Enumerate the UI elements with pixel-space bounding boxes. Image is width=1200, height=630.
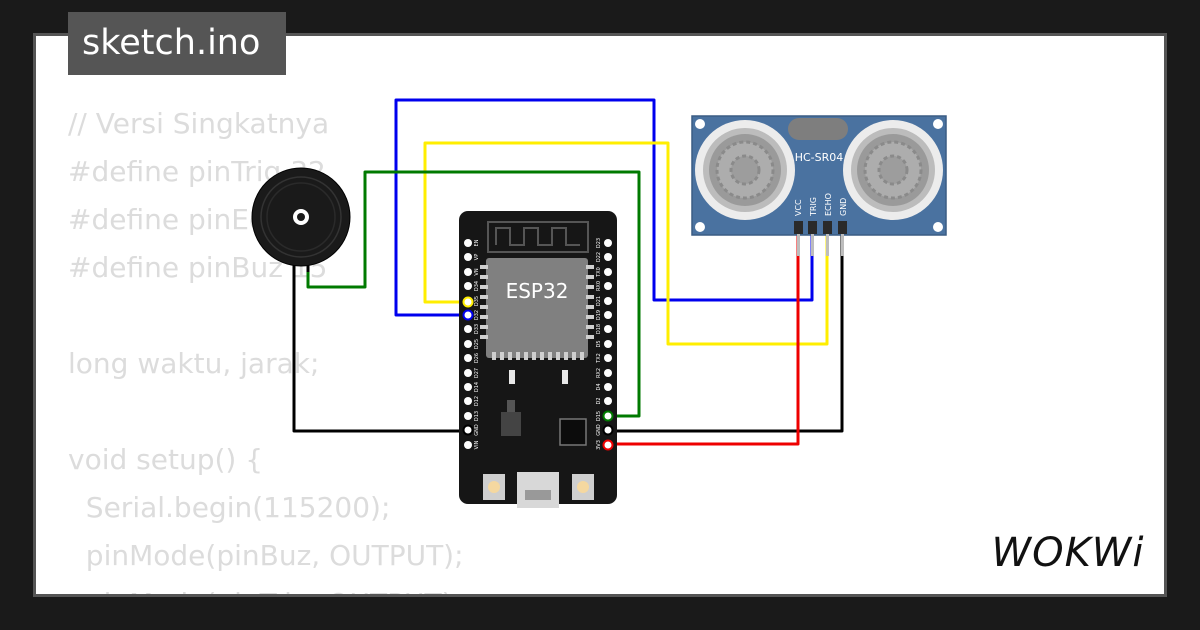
code-line: Serial.begin(115200); <box>68 491 391 524</box>
en-button[interactable] <box>483 474 505 500</box>
pin-label: D15 <box>596 411 602 421</box>
pin-label: D4 <box>596 383 602 390</box>
boot-button[interactable] <box>572 474 594 500</box>
wire-yellow <box>423 141 829 346</box>
sensor-pin-labels: VCC TRIG ECHO GND <box>794 193 848 217</box>
pin-label: 3V3 <box>596 440 602 450</box>
pin-label: D2 <box>596 397 602 404</box>
ultrasonic-sensor[interactable]: HC-SR04 VCC TRIG ECHO GND <box>691 115 947 256</box>
esp32-left-pin-labels: EN VP VN D34 D35 D32 D33 D25 D26 D27 D14… <box>474 239 480 449</box>
pin-label: D23 <box>596 238 602 248</box>
usb-uart-chip <box>559 418 587 446</box>
pin-label: ECHO <box>824 193 833 216</box>
pin-label: D34 <box>474 281 480 291</box>
pin-label: D5 <box>596 340 602 347</box>
pin-label: D35 <box>474 296 480 306</box>
wire-black-buzzer <box>292 270 470 433</box>
wires <box>292 98 844 446</box>
pin-label: D12 <box>474 396 480 406</box>
antenna-trace <box>487 221 589 253</box>
pin-label: GND <box>839 198 848 216</box>
pin-label: VIN <box>474 440 480 449</box>
pin-label: D19 <box>596 310 602 320</box>
file-tab-title: sketch.ino <box>82 23 261 63</box>
esp32-chip <box>486 258 588 358</box>
pin-label: GND <box>596 424 602 436</box>
smd-component <box>509 370 515 384</box>
code-line: pinMode(pinTrig, OUTPUT); <box>68 580 628 594</box>
pin-label: TX0 <box>596 267 602 278</box>
pin-label: VN <box>474 268 480 275</box>
pin-label: TRIG <box>809 197 818 217</box>
code-line: #define pinBuz 15 <box>68 251 328 284</box>
pin-label: D14 <box>474 382 480 392</box>
voltage-regulator <box>501 412 521 436</box>
pin-label: VCC <box>794 199 803 216</box>
chip-pads <box>480 265 594 360</box>
transducer-left <box>695 120 795 220</box>
pin-label: D27 <box>474 368 480 378</box>
wokwi-logo-text: WOKWi <box>992 530 1145 576</box>
esp32-right-pin-labels: D23 D22 TX0 RX0 D21 D19 D18 D5 TX2 RX2 D… <box>596 238 602 450</box>
wire-red <box>610 230 800 446</box>
wire-green <box>306 170 641 418</box>
code-preview: // Versi Singkatnya #define pinTrig 32 #… <box>68 100 628 594</box>
pin-label: TX2 <box>596 353 602 364</box>
code-line: #define pinTrig 32 <box>68 155 326 188</box>
wire-blue <box>394 98 814 317</box>
pin-label: D22 <box>596 252 602 262</box>
esp32-board[interactable]: ESP32 EN <box>459 211 617 508</box>
code-line: void setup() { <box>68 443 264 476</box>
pin-label: VP <box>474 254 480 260</box>
code-line: long waktu, jarak; <box>68 347 320 380</box>
wire-black-sensor <box>610 230 844 433</box>
pin-label: D18 <box>596 324 602 334</box>
pin-label: D25 <box>474 339 480 349</box>
pin-label: D33 <box>474 324 480 334</box>
file-tab[interactable]: sketch.ino <box>68 12 286 75</box>
pin-label: GND <box>474 424 480 436</box>
code-line: // Versi Singkatnya <box>68 107 330 140</box>
smd-component <box>562 370 568 384</box>
esp32-label: ESP32 <box>506 279 569 303</box>
pin-label: D32 <box>474 310 480 320</box>
transducer-right <box>843 120 943 220</box>
sensor-header-pins <box>794 221 847 256</box>
sensor-label: HC-SR04 <box>795 151 844 164</box>
crystal-oscillator <box>788 118 848 140</box>
pin-label: EN <box>474 239 480 246</box>
pin-label: D21 <box>596 296 602 306</box>
wokwi-logo: WOKWi <box>992 530 1145 576</box>
pin-label: D26 <box>474 353 480 363</box>
buzzer[interactable] <box>251 167 351 272</box>
pin-label: RX2 <box>596 368 602 378</box>
code-line: pinMode(pinBuz, OUTPUT); <box>68 539 464 572</box>
esp32-left-pins <box>464 239 472 449</box>
pin-label: D13 <box>474 411 480 421</box>
pin-label: RX0 <box>596 281 602 291</box>
